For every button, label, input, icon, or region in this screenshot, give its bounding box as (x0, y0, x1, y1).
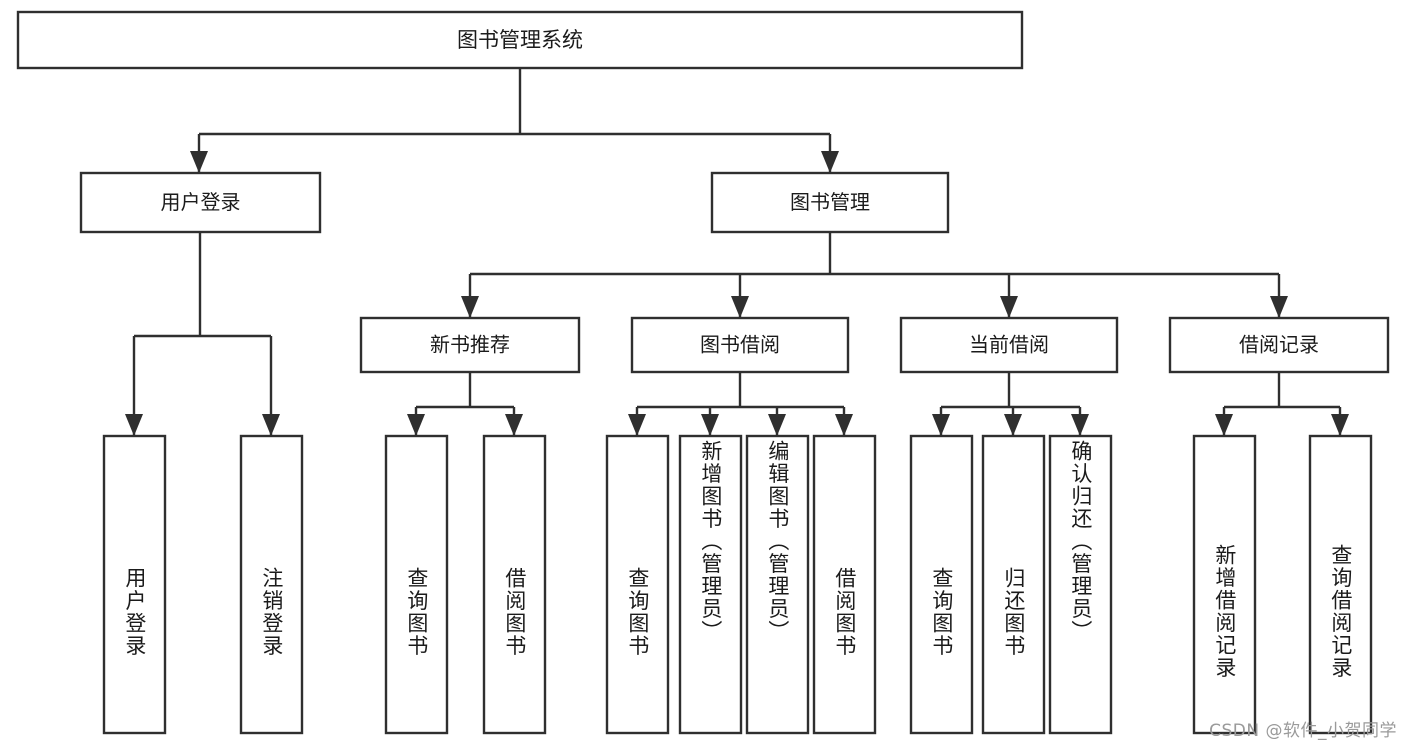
arrow-head-icon (125, 414, 143, 436)
arrow-head-icon (731, 296, 749, 318)
leaf-node-leaf-user-login[interactable] (102, 434, 167, 735)
leaf-node-leaf-return-book[interactable] (981, 434, 1046, 735)
box-outline (102, 434, 167, 735)
box-outline (1192, 434, 1257, 735)
box-outline (710, 171, 950, 234)
arrow-head-icon (1331, 414, 1349, 436)
leaf-node-leaf-query-book-3[interactable] (909, 434, 974, 735)
arrow-head-icon (932, 414, 950, 436)
leaf-node-leaf-query-book-1[interactable] (384, 434, 449, 735)
box-outline (909, 434, 974, 735)
arrow-head-icon (262, 414, 280, 436)
arrow-head-icon (1071, 414, 1089, 436)
arrow-head-icon (1270, 296, 1288, 318)
arrow-head-icon (821, 151, 839, 173)
box-outline (605, 434, 670, 735)
arrow-head-icon (190, 151, 208, 173)
arrow-head-icon (768, 414, 786, 436)
box-outline (678, 434, 743, 735)
box-outline (745, 434, 810, 735)
box-outline (1048, 434, 1113, 735)
leaf-node-leaf-add-book[interactable] (678, 434, 743, 735)
leaf-node-leaf-confirm-return[interactable] (1048, 434, 1113, 735)
leaf-node-leaf-query-record[interactable] (1308, 434, 1373, 735)
box-outline (359, 316, 581, 374)
leaf-node-leaf-borrow-book-1[interactable] (482, 434, 547, 735)
leaf-node-leaf-logout[interactable] (239, 434, 304, 735)
node-label: 用户登录 (161, 190, 241, 214)
level3-node-new-book-recommend[interactable]: 新书推荐 (359, 316, 581, 374)
root-node-root[interactable]: 图书管理系统 (16, 10, 1024, 70)
level2-node-book-manage[interactable]: 图书管理 (710, 171, 950, 234)
node-label: 借阅记录 (1239, 333, 1319, 357)
connector-bus-book-manage (461, 232, 1288, 318)
level3-node-borrow-record[interactable]: 借阅记录 (1168, 316, 1390, 374)
level3-node-book-borrow[interactable]: 图书借阅 (630, 316, 850, 374)
leaf-node-leaf-edit-book[interactable] (745, 434, 810, 735)
arrow-head-icon (407, 414, 425, 436)
box-outline (812, 434, 877, 735)
box-outline (239, 434, 304, 735)
leaf-node-leaf-borrow-book-2[interactable] (812, 434, 877, 735)
arrow-head-icon (461, 296, 479, 318)
leaf-node-leaf-add-record[interactable] (1192, 434, 1257, 735)
node-label: 图书借阅 (700, 333, 780, 357)
box-outline (384, 434, 449, 735)
arrow-head-icon (701, 414, 719, 436)
connector-bus-current-borrow (932, 372, 1089, 436)
connector-bus-new-book (407, 372, 523, 436)
node-label: 新书推荐 (430, 333, 510, 357)
connector-bus-borrow-record (1215, 372, 1349, 436)
arrow-head-icon (1000, 296, 1018, 318)
connector-bus-root (190, 68, 839, 173)
box-outline (981, 434, 1046, 735)
arrow-head-icon (1004, 414, 1022, 436)
connector-bus-user-login (125, 232, 280, 436)
box-outline (1168, 316, 1390, 374)
box-outline (16, 10, 1024, 70)
leaf-node-leaf-query-book-2[interactable] (605, 434, 670, 735)
connector-bus-book-borrow (628, 372, 853, 436)
csdn-watermark: CSDN @软件_小贺同学 (1209, 721, 1397, 741)
box-outline (1308, 434, 1373, 735)
arrow-head-icon (1215, 414, 1233, 436)
node-label: 图书管理系统 (457, 28, 583, 52)
node-label: 图书管理 (790, 190, 870, 214)
box-outline (630, 316, 850, 374)
box-outline (899, 316, 1119, 374)
level2-node-user-login[interactable]: 用户登录 (79, 171, 322, 234)
arrow-head-icon (835, 414, 853, 436)
box-outline (482, 434, 547, 735)
level3-node-current-borrow[interactable]: 当前借阅 (899, 316, 1119, 374)
node-label: 当前借阅 (969, 333, 1049, 357)
arrow-head-icon (628, 414, 646, 436)
box-outline (79, 171, 322, 234)
arrow-head-icon (505, 414, 523, 436)
